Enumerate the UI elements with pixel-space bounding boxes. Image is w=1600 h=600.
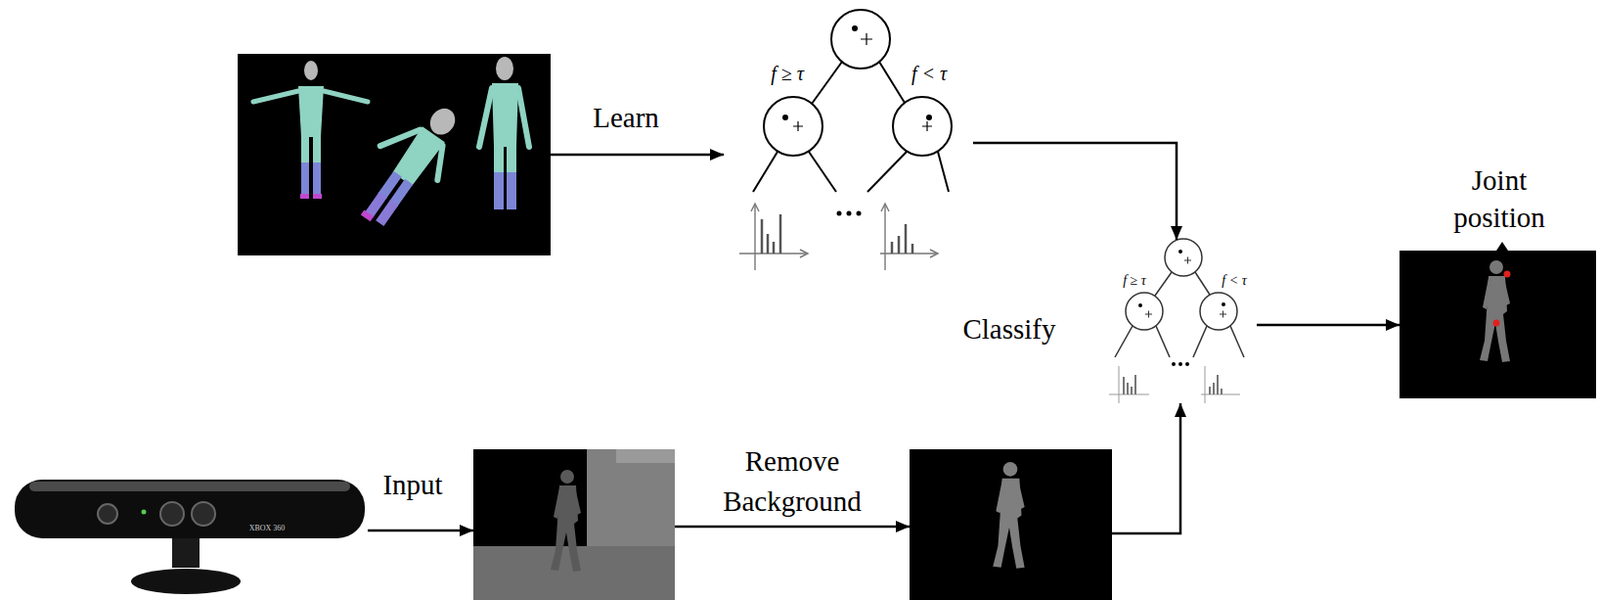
flow-arrow — [674, 525, 910, 529]
flow-arrow — [550, 153, 724, 157]
tree-dots — [1138, 249, 1226, 366]
edge-label: Remove Background — [704, 441, 881, 521]
training-images — [237, 53, 551, 256]
node-label: Classify — [962, 311, 1056, 349]
flow-arrow — [973, 142, 1177, 240]
joint-output-drawing — [1399, 241, 1597, 399]
flow-arrow — [367, 529, 474, 533]
edge-label: Input — [382, 464, 443, 505]
node-label: f < τ — [911, 60, 947, 87]
tree-dots — [782, 25, 933, 217]
body-figure-tpose — [253, 60, 368, 199]
flow-arrow — [1111, 402, 1181, 534]
decision-tree: f ≥ τ f < τ — [723, 7, 974, 272]
histogram-bars — [761, 214, 913, 254]
body-figure-falling — [341, 88, 475, 240]
body-figure-standing — [479, 56, 530, 210]
training-panel — [237, 53, 551, 256]
node-heading: Joint position — [1430, 162, 1568, 236]
flow-arrow — [1256, 323, 1400, 327]
silhouette-image — [909, 448, 1112, 600]
decision-tree-drawing — [753, 9, 952, 192]
depth-image-drawing — [473, 448, 675, 600]
node-label: f ≥ τ — [1122, 271, 1147, 290]
histogram-bars — [1123, 374, 1222, 395]
edge-label: Learn — [592, 97, 660, 138]
histogram — [739, 203, 938, 270]
node-heading: XBOX 360 — [249, 523, 286, 534]
silhouette-image-drawing — [909, 448, 1112, 600]
histogram — [1109, 365, 1241, 403]
kinect-sensor-drawing — [14, 479, 365, 594]
node-label: f < τ — [1221, 271, 1246, 290]
joint-output: Joint position — [1399, 156, 1597, 399]
depth-image — [473, 448, 675, 600]
classify-tree: Classify f ≥ τ f < τ — [953, 239, 1257, 403]
classify-tree-drawing — [1114, 238, 1245, 357]
kinect-sensor: XBOX 360 — [11, 477, 368, 592]
node-label: f ≥ τ — [770, 60, 804, 87]
